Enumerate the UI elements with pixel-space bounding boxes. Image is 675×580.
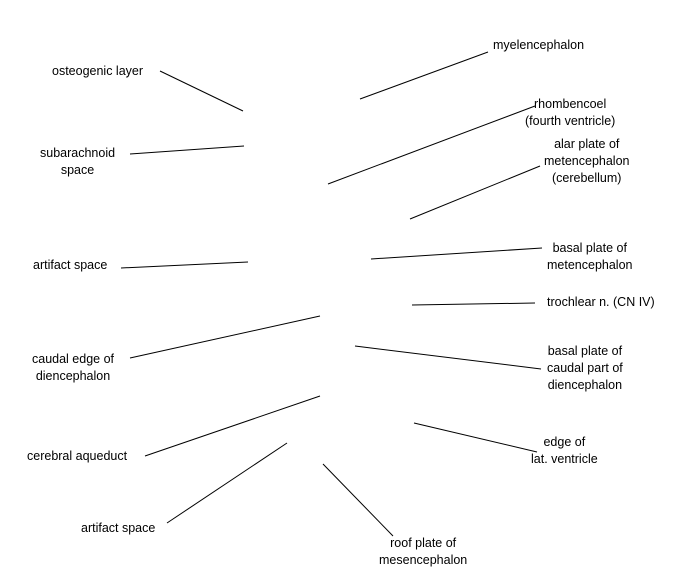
leader-basal-plate-caudal-diencephalon (354, 345, 542, 370)
label-artifact-space-lower: artifact space (81, 521, 156, 535)
label-osteogenic-layer: osteogenic layer (52, 64, 144, 78)
label-roof-plate-mesencephalon: roof plate of mesencephalon (379, 536, 468, 567)
leader-subarachnoid-space (129, 145, 245, 155)
label-trochlear-nerve: trochlear n. (CN IV) (547, 295, 655, 309)
label-rhombencoel: rhombencoel (fourth ventricle) (525, 97, 616, 128)
label-alar-plate-metencephalon: alar plate of metencephalon (cerebellum) (544, 137, 630, 185)
label-basal-plate-caudal-diencephalon: basal plate of caudal part of diencephal… (547, 344, 623, 392)
leader-basal-plate-metencephalon (370, 247, 543, 260)
leader-alar-plate-metencephalon (409, 165, 541, 220)
leader-artifact-space-upper (120, 261, 249, 269)
leader-rhombencoel (327, 105, 536, 185)
label-myelencephalon: myelencephalon (493, 38, 585, 52)
label-basal-plate-metencephalon: basal plate of metencephalon (547, 241, 633, 272)
leader-edge-lat-ventricle (413, 422, 538, 453)
leader-roof-plate-mesencephalon (322, 463, 394, 537)
leader-artifact-space-lower (166, 442, 288, 524)
label-subarachnoid-space: subarachnoid space (40, 146, 116, 177)
label-edge-lat-ventricle: edge of lat. ventricle (531, 435, 598, 466)
leader-osteogenic-layer (159, 70, 244, 112)
leader-trochlear-nerve (411, 302, 536, 306)
leader-cerebral-aqueduct (144, 395, 321, 457)
label-cerebral-aqueduct: cerebral aqueduct (27, 449, 128, 463)
leader-caudal-edge-diencephalon (129, 315, 321, 359)
label-caudal-edge-diencephalon: caudal edge of diencephalon (32, 352, 115, 383)
leader-myelencephalon (359, 51, 489, 100)
label-artifact-space-upper: artifact space (33, 258, 108, 272)
